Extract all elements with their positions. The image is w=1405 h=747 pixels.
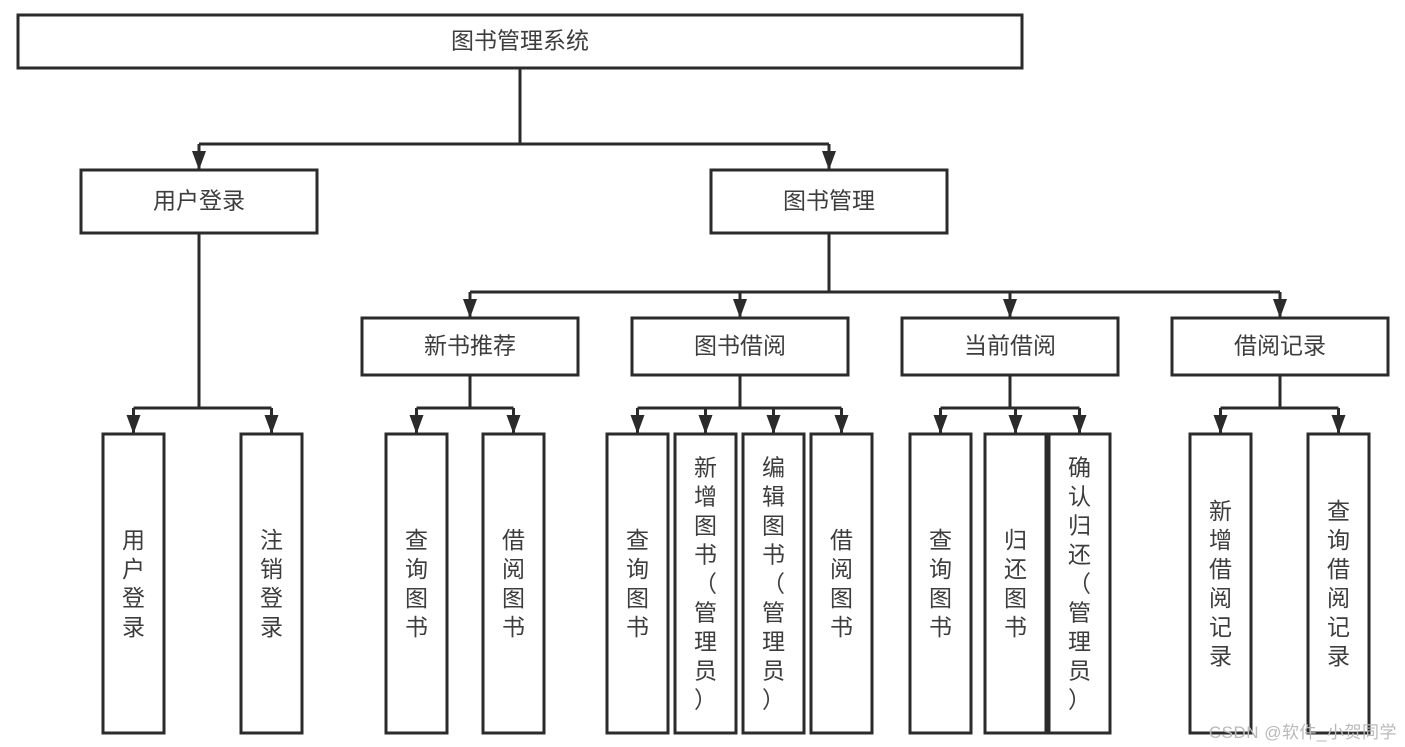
node-box-book-management[interactable] (709, 168, 949, 235)
node-box-leaf-query-book-borrow[interactable] (605, 432, 670, 735)
node-label-leaf-user-logout: 注销登录 (260, 527, 283, 640)
arrow-head-icon (834, 415, 849, 434)
node-box-user-login[interactable] (79, 168, 319, 235)
node-book-management[interactable]: 图书管理 (709, 168, 949, 235)
arrow-head-icon (698, 415, 713, 434)
node-label-leaf-confirm-return: 确认归还（管理员） (1068, 455, 1091, 713)
arrow-head-icon (1072, 415, 1087, 434)
node-label-leaf-edit-book: 编辑图书（管理员） (762, 455, 785, 713)
arrow-head-icon (192, 151, 206, 170)
node-layer: 图书管理系统用户登录图书管理新书推荐图书借阅当前借阅借阅记录用户登录注销登录查询… (16, 13, 1390, 735)
node-leaf-confirm-return[interactable]: 确认归还（管理员） (1047, 432, 1112, 735)
node-box-leaf-return-book[interactable] (983, 432, 1048, 735)
node-leaf-borrow-book-recommend[interactable]: 借阅图书 (481, 432, 546, 735)
connector-layer (126, 68, 1346, 434)
node-label-borrow-record: 借阅记录 (1234, 333, 1326, 359)
node-label-leaf-return-book: 归还图书 (1004, 527, 1027, 640)
node-box-leaf-query-book-recommend[interactable] (384, 432, 449, 735)
arrow-head-icon (1273, 299, 1287, 318)
node-leaf-borrow-book[interactable]: 借阅图书 (809, 432, 874, 735)
connector-group-book-management (463, 233, 1287, 318)
node-current-borrow[interactable]: 当前借阅 (900, 316, 1120, 377)
node-box-borrow-record[interactable] (1170, 316, 1390, 377)
node-new-book-recommend[interactable]: 新书推荐 (360, 316, 580, 377)
arrow-head-icon (506, 415, 521, 434)
node-box-root[interactable] (16, 13, 1024, 70)
node-leaf-return-book[interactable]: 归还图书 (983, 432, 1048, 735)
node-leaf-query-book-recommend[interactable]: 查询图书 (384, 432, 449, 735)
node-label-leaf-query-book-recommend: 查询图书 (405, 527, 428, 640)
node-label-leaf-borrow-book: 借阅图书 (830, 527, 853, 640)
node-box-leaf-query-book-current[interactable] (908, 432, 973, 735)
node-box-leaf-user-logout[interactable] (239, 432, 304, 735)
connector-group-borrow-record (1213, 375, 1346, 434)
node-leaf-user-logout[interactable]: 注销登录 (239, 432, 304, 735)
node-book-borrow[interactable]: 图书借阅 (630, 316, 850, 377)
node-leaf-query-borrow-record[interactable]: 查询借阅记录 (1306, 432, 1371, 735)
node-borrow-record[interactable]: 借阅记录 (1170, 316, 1390, 377)
csdn-watermark: CSDN @软件_小贺同学 (1208, 723, 1397, 742)
node-label-leaf-add-book: 新增图书（管理员） (694, 455, 717, 713)
node-box-leaf-edit-book[interactable] (741, 432, 806, 735)
connector-group-book-borrow (630, 375, 849, 434)
node-leaf-add-book[interactable]: 新增图书（管理员） (673, 432, 738, 735)
node-leaf-query-book-borrow[interactable]: 查询图书 (605, 432, 670, 735)
node-leaf-edit-book[interactable]: 编辑图书（管理员） (741, 432, 806, 735)
node-box-leaf-confirm-return[interactable] (1047, 432, 1112, 735)
node-box-book-borrow[interactable] (630, 316, 850, 377)
arrow-head-icon (1331, 415, 1346, 434)
arrow-head-icon (1213, 415, 1228, 434)
node-label-leaf-query-book-current: 查询图书 (929, 527, 952, 640)
node-label-new-book-recommend: 新书推荐 (424, 333, 516, 359)
node-leaf-add-borrow-record[interactable]: 新增借阅记录 (1188, 432, 1253, 735)
node-box-leaf-add-book[interactable] (673, 432, 738, 735)
arrow-head-icon (630, 415, 645, 434)
node-label-root: 图书管理系统 (451, 28, 589, 54)
node-label-user-login: 用户登录 (153, 188, 245, 214)
node-leaf-user-login[interactable]: 用户登录 (101, 432, 166, 735)
connector-group-new-book-recommend (409, 375, 521, 434)
node-label-leaf-user-login: 用户登录 (122, 527, 145, 640)
node-label-current-borrow: 当前借阅 (964, 333, 1056, 359)
node-box-new-book-recommend[interactable] (360, 316, 580, 377)
node-box-leaf-query-borrow-record[interactable] (1306, 432, 1371, 735)
arrow-head-icon (1003, 299, 1017, 318)
arrow-head-icon (463, 299, 477, 318)
node-box-leaf-borrow-book[interactable] (809, 432, 874, 735)
node-label-leaf-borrow-book-recommend: 借阅图书 (502, 527, 525, 640)
arrow-head-icon (126, 415, 141, 434)
node-box-current-borrow[interactable] (900, 316, 1120, 377)
node-box-leaf-add-borrow-record[interactable] (1188, 432, 1253, 735)
connector-group-current-borrow (933, 375, 1087, 434)
node-box-leaf-user-login[interactable] (101, 432, 166, 735)
node-label-book-borrow: 图书借阅 (694, 333, 786, 359)
node-user-login[interactable]: 用户登录 (79, 168, 319, 235)
arrow-head-icon (822, 151, 836, 170)
node-leaf-query-book-current[interactable]: 查询图书 (908, 432, 973, 735)
connector-group-root (192, 68, 836, 170)
arrow-head-icon (409, 415, 424, 434)
node-box-leaf-borrow-book-recommend[interactable] (481, 432, 546, 735)
arrow-head-icon (733, 299, 747, 318)
node-label-leaf-query-book-borrow: 查询图书 (626, 527, 649, 640)
arrow-head-icon (933, 415, 948, 434)
connector-group-user-login (126, 233, 279, 434)
arrow-head-icon (264, 415, 279, 434)
arrow-head-icon (766, 415, 781, 434)
node-root[interactable]: 图书管理系统 (16, 13, 1024, 70)
node-label-leaf-query-borrow-record: 查询借阅记录 (1327, 498, 1350, 669)
node-label-leaf-add-borrow-record: 新增借阅记录 (1209, 498, 1232, 669)
node-label-book-management: 图书管理 (783, 188, 875, 214)
arrow-head-icon (1008, 415, 1023, 434)
